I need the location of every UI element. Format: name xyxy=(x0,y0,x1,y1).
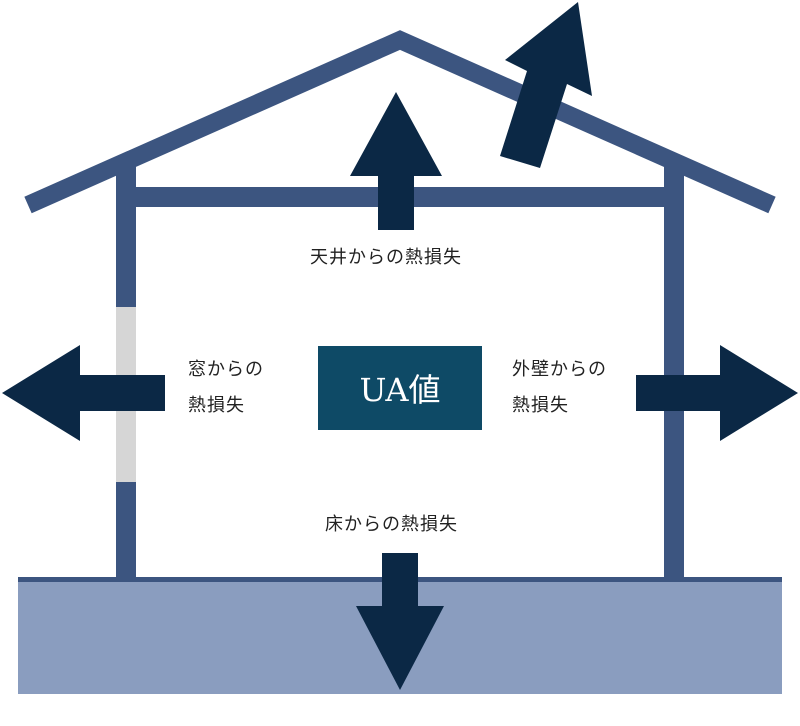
window-label-line1: 窓からの xyxy=(188,359,264,380)
wall-label-line1: 外壁からの xyxy=(512,359,607,380)
window-heat-loss-label: 窓からの 熱損失 xyxy=(188,352,264,424)
left-wall-upper xyxy=(116,165,136,307)
wall-arrow xyxy=(636,345,798,441)
ceiling-arrow xyxy=(350,92,442,230)
wall-label-line2: 熱損失 xyxy=(512,395,569,416)
window-label-line2: 熱損失 xyxy=(188,395,245,416)
ceiling-heat-loss-label: 天井からの熱損失 xyxy=(310,247,462,268)
left-wall-lower xyxy=(116,482,136,579)
ua-box-bg xyxy=(318,346,482,430)
floor-heat-loss-label: 床からの熱損失 xyxy=(325,514,458,535)
right-wall xyxy=(664,165,684,579)
ua-value-label: UA値 xyxy=(359,371,441,409)
roof xyxy=(24,30,776,214)
roof-arrow xyxy=(500,2,592,168)
floor-arrow xyxy=(356,553,444,690)
wall-heat-loss-label: 外壁からの 熱損失 xyxy=(512,352,607,424)
window-arrow xyxy=(2,345,165,441)
